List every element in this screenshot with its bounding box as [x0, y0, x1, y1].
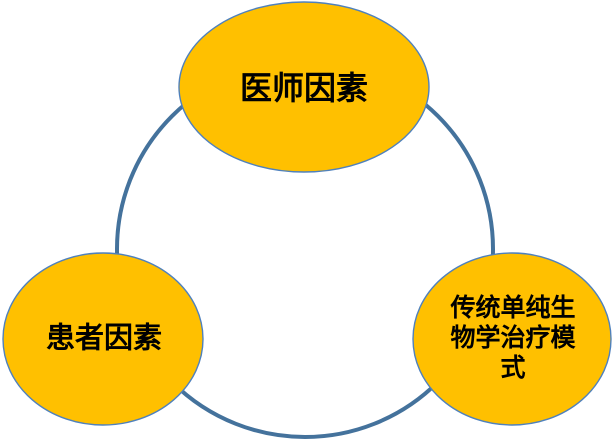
node-ellipse-bottom-right: [412, 252, 612, 426]
node-label-patient-factors: 患者因素: [45, 320, 163, 355]
node-ellipse-top: [178, 1, 430, 173]
node-label-traditional-biomedical-model: 传统单纯生物学治疗模式: [450, 293, 576, 382]
node-ellipse-bottom-left: [2, 252, 204, 426]
node-label-physician-factors: 医师因素: [239, 69, 369, 107]
